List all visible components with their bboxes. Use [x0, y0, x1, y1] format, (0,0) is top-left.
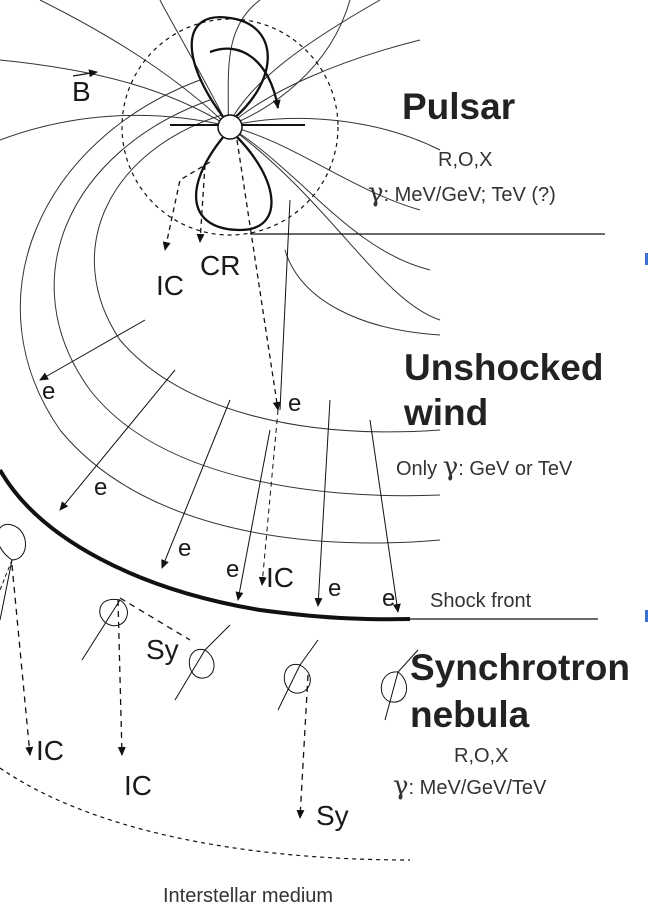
unshocked-only: Only	[396, 458, 443, 480]
pulsar-title: Pulsar	[402, 86, 516, 127]
pulsar-star	[170, 16, 305, 232]
gyration-loops	[0, 523, 419, 721]
ic-label-pulsar: IC	[156, 270, 184, 301]
synchrotron-title-2: nebula	[410, 694, 530, 735]
sy-label-loop: Sy	[146, 634, 179, 665]
b-label: B	[72, 76, 91, 107]
pulsar-emission-arrows	[162, 139, 281, 411]
synchrotron-title-1: Synchrotron	[410, 647, 630, 688]
pulsar-gamma-symbol: γ	[368, 178, 384, 208]
synchrotron-gamma-text: : MeV/GeV/TeV	[408, 777, 547, 799]
synchrotron-gamma-line: γ: MeV/GeV/TeV	[393, 771, 546, 801]
pulsar-gamma-line: γ: MeV/GeV; TeV (?)	[368, 178, 556, 208]
pulsar-bands: R,O,X	[438, 149, 493, 171]
electron-label-4: e	[178, 535, 192, 562]
electron-label-7: e	[382, 585, 396, 612]
ic-label-left: IC	[36, 735, 64, 766]
electron-arrows	[39, 199, 401, 613]
electron-label-2: e	[288, 390, 302, 417]
sy-label-bottom: Sy	[316, 800, 349, 831]
magnetic-field-lines	[0, 0, 441, 321]
b-arrow	[72, 69, 98, 78]
electron-label-5: e	[226, 556, 240, 583]
ic-label-mid: IC	[124, 770, 152, 801]
shock-front-label: Shock front	[430, 590, 532, 612]
unshocked-title-1: Unshocked	[404, 347, 604, 388]
sy-small-arrow	[0, 559, 13, 591]
unshocked-gamma-text: : GeV or TeV	[458, 458, 573, 480]
electron-label-6: e	[328, 575, 342, 602]
electron-label-3: e	[94, 474, 108, 501]
wind-arcs	[19, 79, 441, 544]
interstellar-label: Interstellar medium	[163, 885, 334, 907]
accent-tick-upper	[645, 253, 648, 265]
electron-label-1: e	[42, 378, 56, 405]
shock-front-curve	[0, 469, 411, 622]
cr-label: CR	[200, 250, 241, 281]
synchrotron-bands: R,O,X	[454, 745, 509, 767]
unshocked-title-2: wind	[404, 392, 489, 433]
ic-label-shock: IC	[266, 562, 294, 593]
synchrotron-gamma-symbol: γ	[393, 771, 409, 801]
pulsar-gamma-text: : MeV/GeV; TeV (?)	[383, 184, 556, 206]
accent-tick-lower	[645, 610, 648, 622]
nebula-emission-arrows	[11, 564, 309, 819]
light-cylinder	[121, 18, 339, 236]
unshocked-gamma-line: Only γ: GeV or TeV	[396, 452, 572, 482]
unshocked-gamma-symbol: γ	[442, 452, 459, 482]
